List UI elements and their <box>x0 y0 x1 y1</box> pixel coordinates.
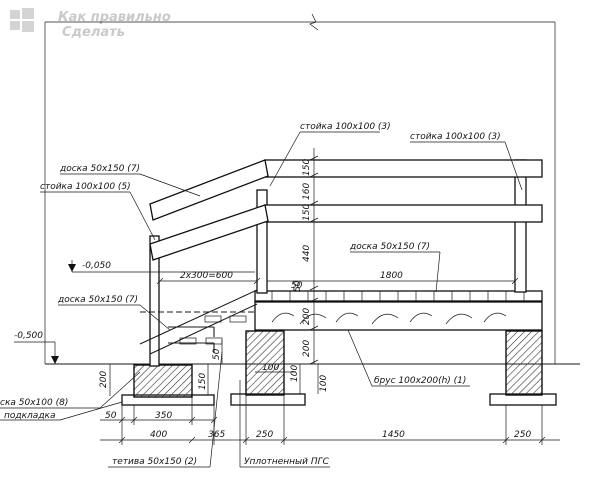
dim-v100-a: 100 <box>290 365 300 382</box>
label-brus: брус 100х200(h) (1) <box>374 376 466 386</box>
dim-h-1800: 1800 <box>380 271 403 281</box>
dim-v440: 440 <box>302 245 312 262</box>
dim-v50-deck: 50 <box>293 280 303 292</box>
foundations <box>121 330 557 406</box>
stair-railings <box>149 159 269 261</box>
sheet-frame <box>44 13 556 364</box>
beam-brus <box>254 301 543 331</box>
watermark-line2: Сделать <box>62 25 125 40</box>
level-marker-0500: -0,500 <box>14 331 59 364</box>
callouts: стойка 100х100 (3) стойка 100х100 (3) до… <box>0 122 523 468</box>
dim-v200-low: 200 <box>302 340 312 357</box>
watermark-line1: Как правильно <box>58 10 171 25</box>
deck-boards <box>254 290 543 302</box>
label-stoika-right: стойка 100х100 (3) <box>410 132 501 142</box>
dim-h-1450: 1450 <box>382 430 405 440</box>
watermark: Как правильно Сделать <box>10 8 171 40</box>
windows-logo-icon <box>10 8 34 32</box>
label-pgs: Уплотненный ПГС <box>244 457 330 467</box>
post-right <box>514 159 527 293</box>
dim-h-400: 400 <box>150 430 167 440</box>
concrete-block-left <box>133 364 193 398</box>
dim-h-2x300: 2х300=600 <box>180 271 233 281</box>
stair-treads <box>168 315 247 353</box>
dim-h-365: 365 <box>208 430 225 440</box>
concrete-post-middle <box>245 330 285 396</box>
dim-v50-step: 50 <box>212 348 222 360</box>
stair-post <box>149 235 160 367</box>
post-middle <box>256 189 268 294</box>
label-podkladka: подкладка <box>4 411 56 421</box>
label-stoika-5: стойка 100х100 (5) <box>40 182 131 192</box>
dim-h-100: 100 <box>262 363 279 373</box>
railings <box>264 159 543 223</box>
dim-h-250-a: 250 <box>256 430 273 440</box>
dim-v150-top: 150 <box>302 159 312 176</box>
horizontal-dimensions-upper: 2х300=600 1800 50 <box>156 271 519 291</box>
dim-v160: 160 <box>302 183 312 200</box>
dim-h-50: 50 <box>291 281 303 291</box>
vertical-dimension-chain: 150 160 150 440 50 200 200 <box>293 148 319 365</box>
dim-v150-step: 150 <box>198 373 208 390</box>
left-vertical-dimensions: 200 150 50 100 100 <box>99 340 329 396</box>
extension-lines <box>121 395 543 445</box>
label-doska-deck: доска 50х150 (7) <box>349 242 430 252</box>
concrete-post-right <box>505 330 543 396</box>
dim-v100-b: 100 <box>319 375 329 392</box>
label-stoika-left: стойка 100х100 (3) <box>300 122 391 132</box>
label-doska-top: доска 50х150 (7) <box>59 164 140 174</box>
dim-v200-left: 200 <box>99 371 109 388</box>
dim-h-350: 350 <box>155 411 172 421</box>
level-marker-0050: -0,050 <box>68 260 255 273</box>
label-doska-mid: доска 50х150 (7) <box>57 295 138 305</box>
dim-h-250-b: 250 <box>514 430 531 440</box>
dim-h-50b: 50 <box>105 411 117 421</box>
level-0050-label: -0,050 <box>82 261 111 271</box>
label-tetiva: тетива 50х150 (2) <box>112 457 197 467</box>
dim-v150-b: 150 <box>302 204 312 221</box>
label-doska-8: ска 50х100 (8) <box>0 398 68 408</box>
level-0500-label: -0,500 <box>14 331 43 341</box>
dim-v200-beam: 200 <box>302 308 312 325</box>
